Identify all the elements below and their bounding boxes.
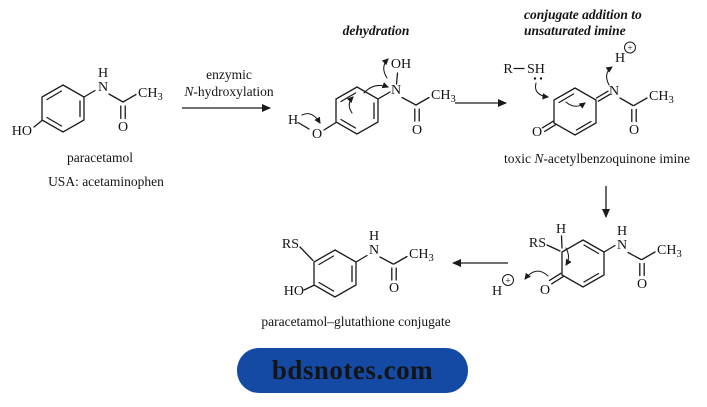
atom-label-ch3: CH3 — [409, 247, 434, 264]
curved-arrow-ring-to-n — [363, 82, 389, 94]
atom-label-rs: RS — [529, 236, 546, 251]
atom-label-n: N — [369, 243, 379, 258]
thiol-adduct-intermediate-structure: RS H O H + H N O CH3 — [492, 222, 682, 299]
atom-label-o: O — [629, 123, 639, 138]
n-hydroxy-intermediate-structure: dehydration H O N OH O CH3 — [288, 23, 456, 142]
atom-label-n: N — [609, 84, 619, 99]
atom-label-h-plus: H — [492, 284, 502, 299]
paracetamol-caption: paracetamol — [67, 150, 133, 165]
curved-arrow-o-to-hplus — [524, 270, 549, 280]
curved-arrow-ring-inner — [346, 96, 354, 114]
plus-charge-circle — [502, 274, 514, 286]
atom-label-o: O — [118, 120, 128, 135]
step1-label-line2: N-hydroxylation — [183, 84, 274, 99]
atom-label-o: O — [389, 281, 399, 296]
conjugate-addition-label-line1: conjugate addition to — [524, 7, 642, 22]
reaction-arrow-hydroxylation: enzymic N-hydroxylation — [182, 67, 274, 112]
atom-label-ch3: CH3 — [649, 89, 674, 106]
plus-charge-circle — [624, 41, 636, 54]
paracetamol-usa-caption: USA: acetaminophen — [48, 174, 164, 189]
curved-arrow-h-shift — [565, 247, 572, 266]
napqi-caption: toxic N-acetylbenzoquinone imine — [504, 151, 690, 166]
watermark-text: bdsnotes.com — [272, 355, 433, 385]
atom-label-n: N — [617, 238, 627, 253]
curved-arrow-oh-bond — [301, 113, 321, 124]
atom-label-rs: RS — [282, 237, 299, 252]
step1-label-line1: enzymic — [206, 67, 252, 82]
atom-label-ch3: CH3 — [138, 86, 163, 103]
atom-label-o: O — [532, 125, 542, 140]
atom-label-h: H — [369, 229, 379, 244]
atom-label-h: H — [98, 66, 108, 81]
curved-arrow-ring-inner — [565, 101, 586, 109]
curved-arrow-thiol-attack — [535, 82, 549, 100]
atom-label-n: N — [98, 80, 108, 95]
atom-label-ho: HO — [284, 284, 304, 299]
glutathione-conjugate-structure: RS HO H N O CH3 paracetamol–glutathione … — [261, 229, 450, 329]
atom-label-o: O — [540, 283, 550, 298]
atom-label-h: H — [556, 222, 566, 237]
conjugate-addition-label-line2: unsaturated imine — [524, 23, 626, 38]
plus-charge-sign: + — [627, 44, 632, 54]
atom-label-oh: OH — [391, 57, 411, 72]
watermark-pill — [237, 348, 468, 393]
atom-label-h: H — [617, 224, 627, 239]
dehydration-label: dehydration — [343, 23, 410, 38]
napqi-structure: conjugate addition to unsaturated imine … — [503, 7, 690, 166]
plus-charge-sign: + — [505, 277, 510, 287]
atom-label-r: R — [503, 62, 513, 77]
lone-pair-dot — [533, 77, 537, 80]
atom-label-h-plus: H — [615, 51, 625, 66]
curved-arrow-oh-leaving — [381, 58, 389, 79]
watermark-badge: bdsnotes.com — [237, 348, 468, 393]
paracetamol-structure: HO H N O CH3 paracetamol USA: acetaminop… — [12, 66, 164, 189]
atom-label-n: N — [391, 83, 401, 98]
atom-label-o: O — [312, 127, 322, 142]
atom-label-o: O — [637, 277, 647, 292]
glutathione-conjugate-caption: paracetamol–glutathione conjugate — [261, 314, 450, 329]
atom-label-ho: HO — [12, 124, 32, 139]
curved-arrow-n-protonation — [605, 66, 613, 86]
lone-pair-dot — [539, 77, 543, 80]
atom-label-ch3: CH3 — [431, 88, 456, 105]
atom-label-h: H — [288, 113, 298, 128]
atom-label-o: O — [412, 123, 422, 138]
atom-label-ch3: CH3 — [657, 243, 682, 260]
atom-label-sh: SH — [527, 62, 545, 77]
